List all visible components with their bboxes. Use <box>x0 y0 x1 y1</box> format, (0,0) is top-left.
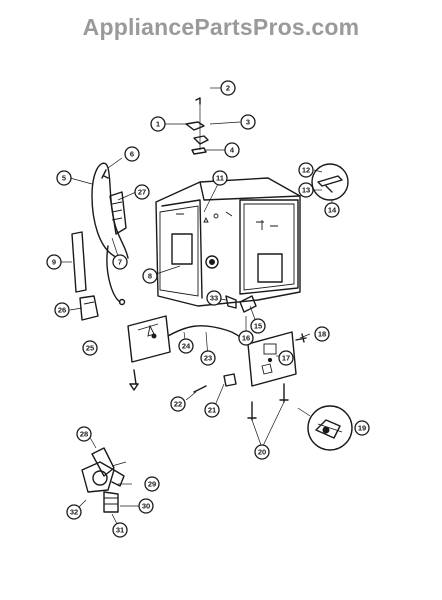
screw-22 <box>193 385 207 393</box>
valve-assembly <box>77 447 125 513</box>
vent-parts <box>185 97 209 155</box>
callout-31: 31 <box>112 522 128 538</box>
svg-text:28: 28 <box>80 430 88 439</box>
fill-hose-assembly <box>91 162 129 259</box>
svg-text:7: 7 <box>118 258 122 267</box>
callout-14: 14 <box>324 202 340 218</box>
drain-tube <box>106 245 126 306</box>
svg-text:21: 21 <box>208 406 216 415</box>
svg-text:4: 4 <box>230 146 235 155</box>
svg-text:5: 5 <box>62 174 66 183</box>
svg-text:2: 2 <box>226 84 230 93</box>
latch-detail <box>311 163 349 201</box>
callout-13: 13 <box>298 182 314 198</box>
svg-text:8: 8 <box>148 272 152 281</box>
svg-text:32: 32 <box>70 508 78 517</box>
svg-text:27: 27 <box>138 188 146 197</box>
svg-text:9: 9 <box>52 258 56 267</box>
svg-text:17: 17 <box>282 354 290 363</box>
small-bracket <box>79 295 99 321</box>
callout-1: 1 <box>150 116 166 132</box>
svg-text:20: 20 <box>258 448 266 457</box>
callout-2: 2 <box>220 80 236 96</box>
callout-8b: 8 <box>142 268 158 284</box>
screws-20 <box>247 383 289 421</box>
callout-26: 26 <box>54 302 70 318</box>
svg-text:11: 11 <box>216 174 224 183</box>
screw-18 <box>295 333 307 343</box>
svg-text:26: 26 <box>58 306 66 315</box>
svg-text:31: 31 <box>116 526 124 535</box>
callout-24: 24 <box>178 338 194 354</box>
svg-text:30: 30 <box>142 502 150 511</box>
svg-text:13: 13 <box>302 186 310 195</box>
callout-6: 6 <box>124 146 140 162</box>
callout-12: 12 <box>298 162 314 178</box>
svg-text:23: 23 <box>204 354 212 363</box>
svg-text:12: 12 <box>302 166 310 175</box>
detail-circle-19 <box>297 405 353 451</box>
callout-21: 21 <box>204 402 220 418</box>
callout-33: 33 <box>206 290 222 306</box>
callout-19: 19 <box>354 420 370 436</box>
callout-25: 25 <box>82 340 98 356</box>
block-21 <box>223 373 237 387</box>
callout-8a: 9 <box>46 254 62 270</box>
callout-5: 5 <box>56 170 72 186</box>
right-mounting-plate <box>247 331 297 387</box>
svg-text:6: 6 <box>130 150 134 159</box>
tub-assembly <box>155 177 301 313</box>
callout-28: 28 <box>76 426 92 442</box>
svg-text:25: 25 <box>86 344 94 353</box>
callout-22: 22 <box>170 396 186 412</box>
callout-3: 3 <box>240 114 256 130</box>
svg-text:18: 18 <box>318 330 326 339</box>
trim-strip <box>71 231 87 293</box>
callout-27: 27 <box>134 184 150 200</box>
svg-text:22: 22 <box>174 400 182 409</box>
callout-32: 32 <box>66 504 82 520</box>
svg-text:16: 16 <box>242 334 250 343</box>
left-mounting-plate <box>127 315 171 391</box>
callout-11: 11 <box>212 170 228 186</box>
callout-7: 7 <box>112 254 128 270</box>
svg-text:15: 15 <box>254 322 262 331</box>
svg-text:14: 14 <box>328 206 337 215</box>
callout-17: 17 <box>278 350 294 366</box>
callout-18: 18 <box>314 326 330 342</box>
callout-30: 30 <box>138 498 154 514</box>
callout-4: 4 <box>224 142 240 158</box>
callout-29: 29 <box>144 476 160 492</box>
svg-text:33: 33 <box>210 294 218 303</box>
svg-text:3: 3 <box>246 118 250 127</box>
svg-text:29: 29 <box>148 480 156 489</box>
svg-text:1: 1 <box>156 120 160 129</box>
watermark-text: AppliancePartsPros.com <box>82 14 360 40</box>
callout-20: 20 <box>254 444 270 460</box>
callout-16: 16 <box>238 330 254 346</box>
callout-23: 23 <box>200 350 216 366</box>
svg-text:24: 24 <box>182 342 191 351</box>
svg-text:19: 19 <box>358 424 366 433</box>
callout-15: 15 <box>250 318 266 334</box>
